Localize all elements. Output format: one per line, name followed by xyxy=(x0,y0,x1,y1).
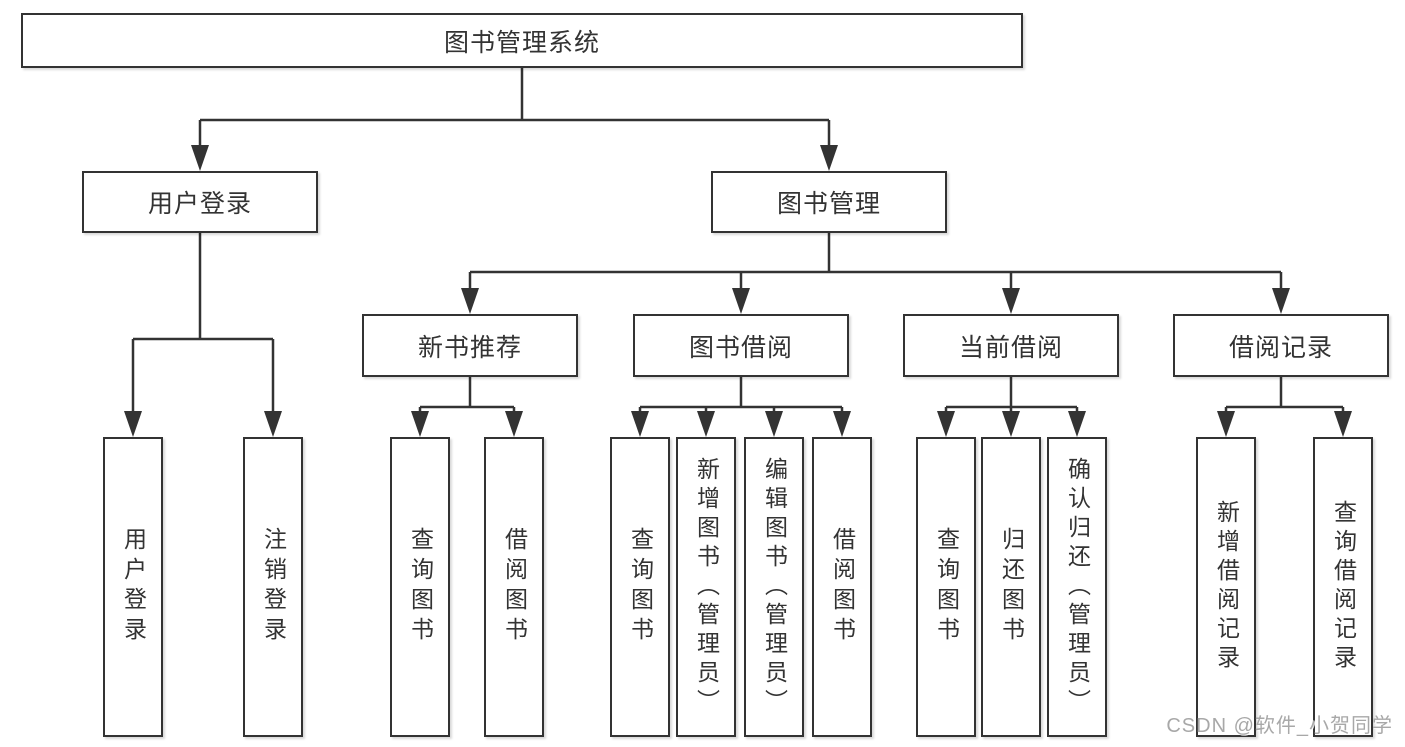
leaf-newbook-query-books: 查询图书 xyxy=(390,437,450,737)
leaf-borrow-borrow-books: 借阅图书 xyxy=(812,437,872,737)
node-current-borrowing: 当前借阅 xyxy=(903,314,1119,377)
leaf-newbook-borrow-books: 借阅图书 xyxy=(484,437,544,737)
leaf-borrow-query-books: 查询图书 xyxy=(610,437,670,737)
leaf-borrow-add-books-admin: 新增图书（管理员） xyxy=(676,437,736,737)
node-borrow-records: 借阅记录 xyxy=(1173,314,1389,377)
leaf-user-login: 用户登录 xyxy=(103,437,163,737)
node-book-management: 图书管理 xyxy=(711,171,947,233)
leaf-borrow-edit-books-admin: 编辑图书（管理员） xyxy=(744,437,804,737)
leaf-current-confirm-return-admin: 确认归还（管理员） xyxy=(1047,437,1107,737)
leaf-logout: 注销登录 xyxy=(243,437,303,737)
node-book-borrowing: 图书借阅 xyxy=(633,314,849,377)
leaf-current-query-books: 查询图书 xyxy=(916,437,976,737)
node-user-login: 用户登录 xyxy=(82,171,318,233)
leaf-records-add-record: 新增借阅记录 xyxy=(1196,437,1256,737)
leaf-current-return-books: 归还图书 xyxy=(981,437,1041,737)
root-box-library-system: 图书管理系统 xyxy=(21,13,1023,68)
node-new-book-recommend: 新书推荐 xyxy=(362,314,578,377)
leaf-records-query-record: 查询借阅记录 xyxy=(1313,437,1373,737)
csdn-watermark: CSDN @软件_小贺同学 xyxy=(1166,715,1393,737)
